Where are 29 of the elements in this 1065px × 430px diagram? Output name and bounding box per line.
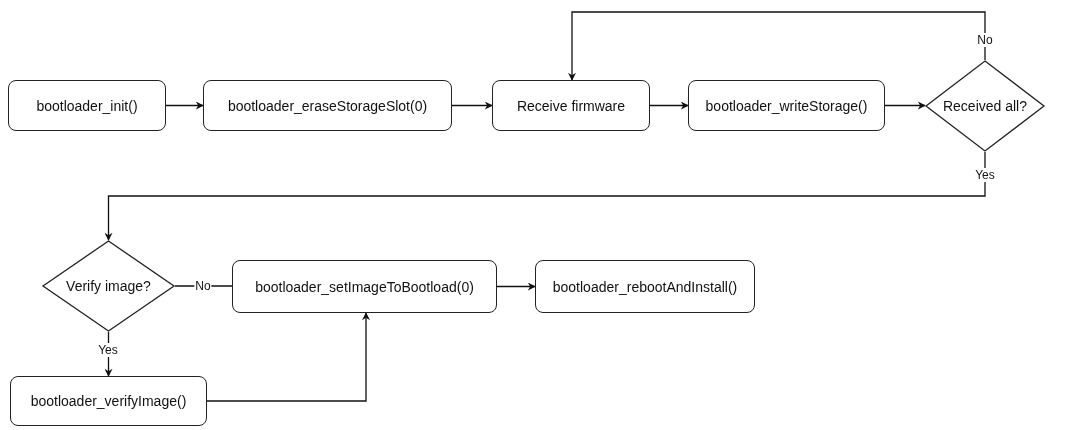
process-box (10, 376, 207, 426)
edge-label: No (194, 279, 212, 293)
edge-label: No (976, 33, 994, 47)
node-label: Received all? (942, 98, 1028, 114)
process-box (492, 80, 650, 131)
process-box (688, 80, 885, 131)
arrow (884, 101, 926, 110)
process-box (203, 80, 452, 131)
process-box (232, 260, 497, 313)
node-label: Verify image? (66, 278, 151, 294)
process-box (535, 260, 755, 313)
arrow (496, 282, 536, 291)
node-label: bootloader_setImageToBootload(0) (255, 278, 474, 295)
arrow (165, 101, 204, 110)
process-box (8, 80, 166, 131)
node-label: bootloader_rebootAndInstall() (552, 278, 738, 295)
arrow (104, 151, 986, 241)
node-label: bootloader_init() (36, 97, 138, 114)
edge-label: Yes (974, 168, 996, 182)
node-label: bootloader_writeStorage() (705, 97, 868, 114)
node-label: bootloader_eraseStorageSlot(0) (227, 97, 428, 114)
node-label: bootloader_verifyImage() (30, 393, 187, 409)
arrow (104, 331, 113, 377)
arrow (649, 101, 689, 110)
arrow (206, 312, 370, 402)
arrow (568, 11, 986, 81)
arrow (451, 101, 493, 110)
node-label: Receive firmware (516, 97, 626, 114)
edge-label: Yes (97, 343, 119, 357)
